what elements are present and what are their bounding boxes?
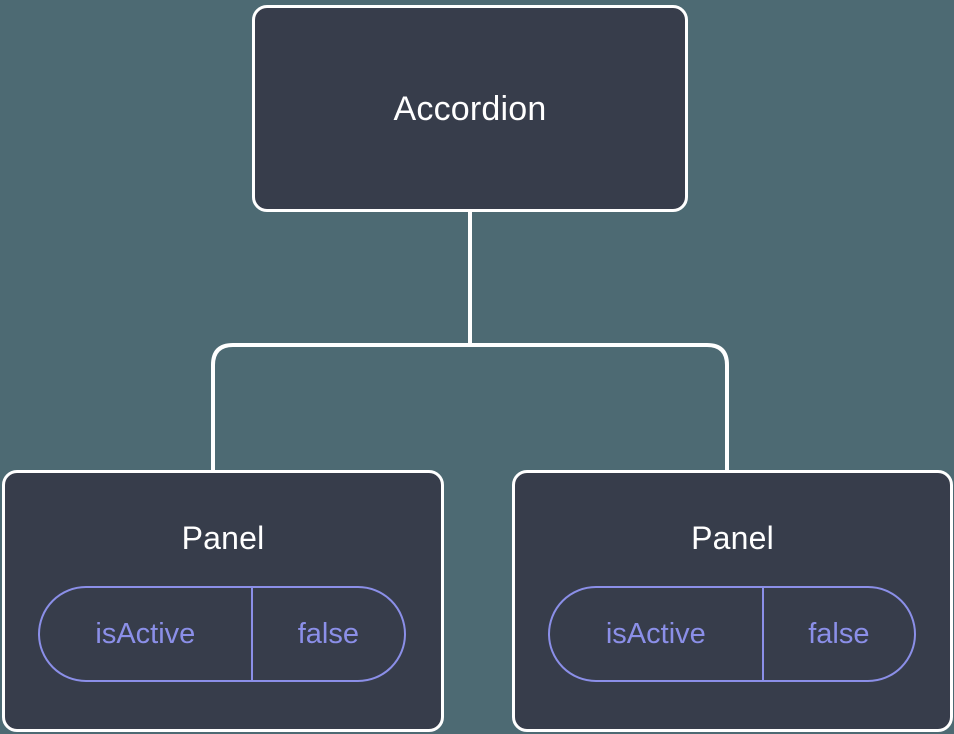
tree-node-panel-0[interactable]: Panel isActive false: [2, 470, 444, 732]
node-title: Panel: [691, 520, 774, 556]
node-title: Accordion: [393, 89, 547, 128]
tree-node-accordion[interactable]: Accordion: [252, 5, 688, 212]
tree-node-panel-1[interactable]: Panel isActive false: [512, 470, 953, 732]
prop-value: false: [250, 588, 404, 680]
prop-badge[interactable]: isActive false: [38, 586, 406, 682]
prop-badge[interactable]: isActive false: [547, 586, 916, 682]
prop-key: isActive: [605, 618, 706, 650]
node-title: Panel: [181, 520, 265, 556]
edge-accordion-to-panel-1: [470, 343, 729, 473]
prop-value: false: [762, 588, 913, 680]
prop-key: isActive: [95, 618, 196, 650]
edge-accordion-to-panel-0: [211, 343, 470, 473]
